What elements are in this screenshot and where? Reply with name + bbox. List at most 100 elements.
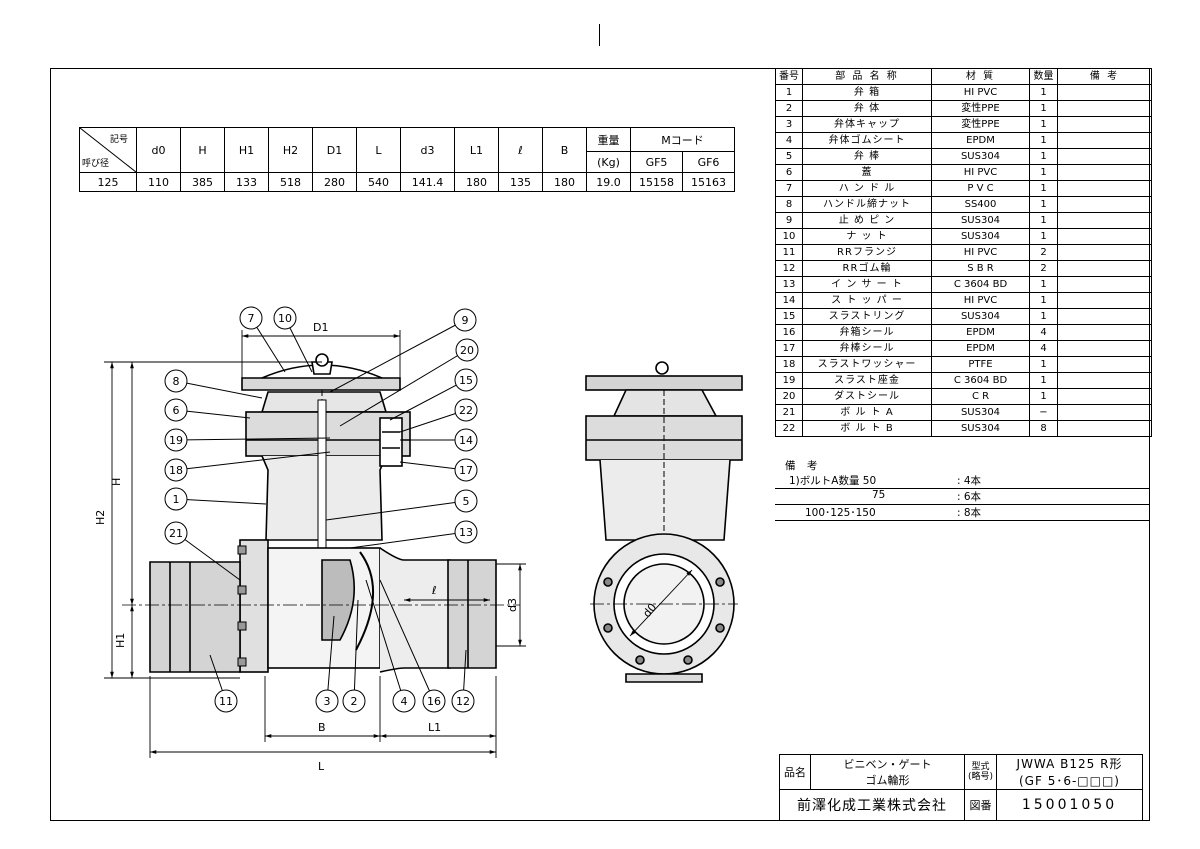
callout-leader bbox=[326, 615, 335, 702]
model-label-line2: (略号) bbox=[967, 772, 994, 782]
callout-leader bbox=[353, 599, 359, 702]
front-dimension-labels: D1 H H2 H1 B L L1 ℓ d3 bbox=[94, 321, 519, 773]
callout-number: 5 bbox=[463, 495, 470, 508]
dimension-table: 記号 呼び径 d0 H H1 H2 D1 L d3 L1 ℓ B 重量 Mコード… bbox=[79, 127, 735, 192]
callout-circle bbox=[454, 368, 478, 392]
header-d3: d3 bbox=[400, 127, 455, 173]
side-view bbox=[585, 361, 743, 683]
callout-number: 18 bbox=[169, 464, 183, 477]
product-name-line1: ビニベン・ゲート bbox=[843, 758, 932, 771]
header-h2: H2 bbox=[268, 127, 313, 173]
front-dimensions bbox=[104, 330, 526, 758]
callout-leader bbox=[175, 451, 331, 471]
company-name: 前澤化成工業株式会社 bbox=[779, 789, 965, 821]
product-name-line2: ゴム輪形 bbox=[865, 774, 910, 787]
table-cell: 180 bbox=[542, 172, 587, 192]
remarks-line: 100･125･150 : 8本 bbox=[775, 504, 1150, 521]
callout-circle bbox=[273, 306, 297, 330]
callout-number: 4 bbox=[401, 695, 408, 708]
parts-cell: SUS304 bbox=[931, 420, 1030, 437]
drawing-frame bbox=[50, 68, 1150, 821]
table-cell: 141.4 bbox=[400, 172, 455, 192]
callout-leader bbox=[339, 349, 468, 427]
callout-number: 16 bbox=[427, 695, 441, 708]
callout-circle bbox=[392, 689, 416, 713]
remarks-label: 1)ボルトA数量 50 bbox=[789, 475, 877, 487]
callout-number: 21 bbox=[169, 527, 183, 540]
dim-label-l: L bbox=[318, 760, 325, 773]
callout-leader bbox=[329, 319, 466, 393]
dim-label-h: H bbox=[110, 478, 123, 486]
header-h1: H1 bbox=[224, 127, 269, 173]
callout-circle bbox=[455, 338, 479, 362]
dim-label-h2: H2 bbox=[94, 510, 107, 525]
table-cell: 280 bbox=[312, 172, 357, 192]
callout-circle bbox=[454, 428, 478, 452]
remarks-line: 75 : 6本 bbox=[775, 488, 1150, 505]
top-center-tick bbox=[599, 24, 600, 46]
callout-circle bbox=[164, 487, 188, 511]
table-cell: 15163 bbox=[682, 172, 735, 192]
corner-bottom-label: 呼び径 bbox=[82, 159, 110, 169]
drawing-number: 15001050 bbox=[996, 789, 1143, 821]
callout-circle bbox=[164, 369, 188, 393]
callout-leader bbox=[379, 579, 435, 702]
callout-number: 3 bbox=[324, 695, 331, 708]
callout-number: 7 bbox=[248, 312, 255, 325]
dim-label-d1: D1 bbox=[313, 321, 328, 334]
callout-leader bbox=[175, 532, 241, 581]
front-view bbox=[122, 353, 520, 673]
table-cell: 180 bbox=[454, 172, 499, 192]
product-name: ビニベン・ゲート ゴム輪形 bbox=[810, 754, 965, 790]
callout-leader bbox=[349, 531, 467, 549]
table-cell: 19.0 bbox=[586, 172, 631, 192]
table-cell: 518 bbox=[268, 172, 313, 192]
callout-number: 17 bbox=[459, 464, 473, 477]
callout-circle bbox=[454, 458, 478, 482]
callout-leader bbox=[175, 498, 267, 505]
corner-top-label: 記号 bbox=[109, 135, 128, 145]
callout-number: 6 bbox=[173, 404, 180, 417]
callout-number: 1 bbox=[173, 493, 180, 506]
callout-circle bbox=[164, 521, 188, 545]
dim-label-h1: H1 bbox=[114, 633, 127, 648]
remarks-title: 備 考 bbox=[785, 460, 822, 472]
header-gf6: GF6 bbox=[682, 151, 735, 173]
parts-cell bbox=[1057, 420, 1152, 437]
table-cell: 135 bbox=[498, 172, 543, 192]
remarks-value: : 6本 bbox=[957, 491, 982, 503]
callout-circle bbox=[454, 398, 478, 422]
callout-leader bbox=[365, 579, 405, 702]
header-h: H bbox=[180, 127, 225, 173]
model-line2: (GF 5･6-□□□) bbox=[1019, 774, 1120, 788]
header-l: L bbox=[356, 127, 401, 173]
callout-leader bbox=[325, 500, 467, 521]
callout-leader bbox=[175, 380, 263, 399]
callout-circle bbox=[453, 308, 477, 332]
callout-number: 12 bbox=[456, 695, 470, 708]
callout-number: 20 bbox=[460, 344, 474, 357]
dim-label-ell: ℓ bbox=[431, 584, 437, 597]
table-cell: 540 bbox=[356, 172, 401, 192]
model-line1: JWWA B125 R形 bbox=[1016, 757, 1123, 771]
callout-number: 19 bbox=[169, 434, 183, 447]
header-weight-unit: (Kg) bbox=[586, 151, 631, 173]
callout-number: 22 bbox=[459, 404, 473, 417]
header-mcode: Mコード bbox=[630, 127, 735, 152]
header-gf5: GF5 bbox=[630, 151, 683, 173]
callout-circle bbox=[214, 689, 238, 713]
callout-leader bbox=[389, 379, 467, 421]
callout-circle bbox=[164, 458, 188, 482]
